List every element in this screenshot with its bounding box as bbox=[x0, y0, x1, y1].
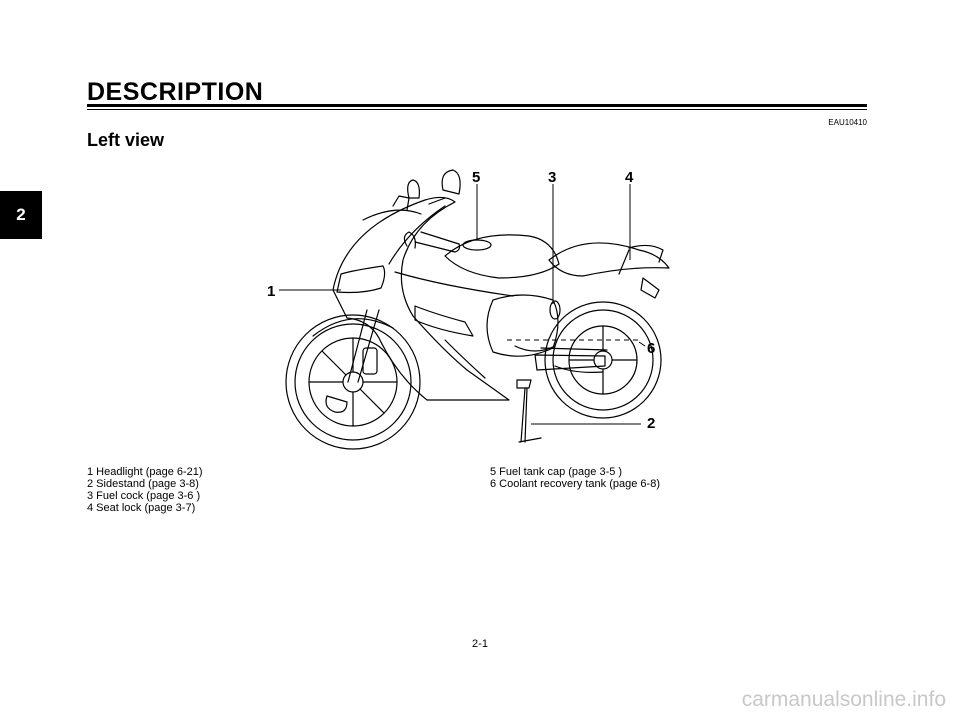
callout-6: 6 bbox=[647, 340, 655, 357]
section-title: DESCRIPTION bbox=[87, 78, 264, 106]
front-wheel bbox=[285, 314, 421, 450]
watermark: carmanualsonline.info bbox=[741, 688, 946, 711]
header-rule-thin bbox=[87, 109, 867, 110]
motorcycle-illustration: 1 5 3 4 6 2 bbox=[267, 169, 670, 450]
callout-4: 4 bbox=[625, 169, 634, 186]
legend-item: 1 Headlight (page 6-21) bbox=[87, 466, 203, 478]
header-rule-thick bbox=[87, 104, 867, 107]
rear-wheel bbox=[544, 301, 662, 419]
legend-item: 2 Sidestand (page 3-8) bbox=[87, 478, 199, 490]
callout-1: 1 bbox=[267, 283, 275, 300]
document-code: EAU10410 bbox=[828, 118, 867, 127]
callout-2: 2 bbox=[647, 415, 655, 432]
subsection-title: Left view bbox=[87, 130, 165, 150]
legend-item: 5 Fuel tank cap (page 3-5 ) bbox=[490, 466, 623, 478]
legend-left: 1 Headlight (page 6-21) 2 Sidestand (pag… bbox=[87, 466, 203, 514]
callout-5: 5 bbox=[472, 169, 480, 186]
page-number: 2-1 bbox=[472, 638, 488, 650]
legend-item: 4 Seat lock (page 3-7) bbox=[87, 502, 196, 514]
leader-line-6-end bbox=[638, 341, 646, 347]
legend-item: 6 Coolant recovery tank (page 6-8) bbox=[490, 478, 660, 490]
legend-right: 5 Fuel tank cap (page 3-5 ) 6 Coolant re… bbox=[490, 466, 660, 490]
callout-3: 3 bbox=[548, 169, 556, 186]
chapter-tab: 2 bbox=[0, 191, 42, 239]
legend-item: 3 Fuel cock (page 3-6 ) bbox=[87, 490, 201, 502]
